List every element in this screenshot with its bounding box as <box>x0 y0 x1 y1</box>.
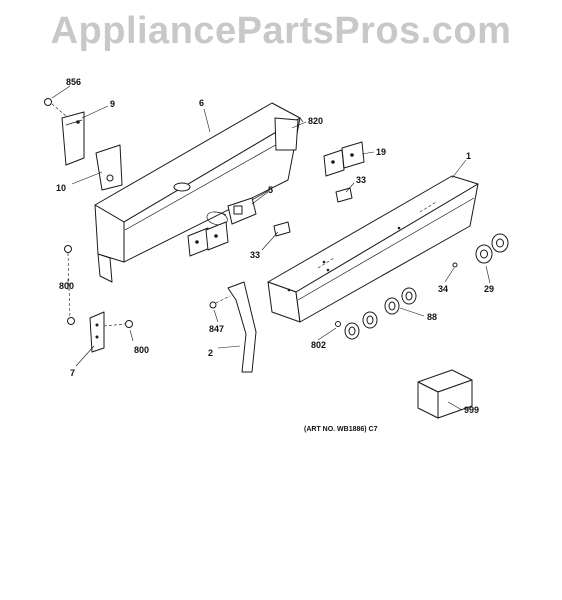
callout-1: 1 <box>466 151 471 161</box>
small-switch-lower <box>273 221 291 237</box>
callout-820: 820 <box>308 116 323 126</box>
parts-kit-box <box>417 369 473 419</box>
callout-802: 802 <box>311 340 326 350</box>
backsplash-rear-panel <box>94 102 304 283</box>
callout-856: 856 <box>66 77 81 87</box>
end-bracket <box>227 281 257 373</box>
callout-labels: 856 9 6 820 10 5 19 1 33 33 800 800 7 84… <box>56 77 494 415</box>
callout-847: 847 <box>209 324 224 334</box>
callout-19: 19 <box>376 147 386 157</box>
end-cap-bracket <box>61 111 85 166</box>
watermark-logo: AppliancePartsPros.com <box>50 10 512 52</box>
callout-33-upper: 33 <box>356 175 366 185</box>
art-number-caption: (ART NO. WB1886) C7 <box>304 426 378 433</box>
clip-34 <box>452 262 458 268</box>
callout-9: 9 <box>110 99 115 109</box>
screw-800-upper <box>64 245 72 319</box>
screw-800-lower <box>67 317 133 328</box>
callout-800-upper: 800 <box>59 281 74 291</box>
callout-29: 29 <box>484 284 494 294</box>
callout-33-lower: 33 <box>250 250 260 260</box>
small-switch-upper <box>335 187 353 203</box>
callout-88: 88 <box>427 312 437 322</box>
callout-999: 999 <box>464 405 479 415</box>
side-trim-bracket <box>95 144 123 191</box>
screw-802 <box>335 321 341 327</box>
screw-847 <box>209 295 231 309</box>
callout-5: 5 <box>268 185 273 195</box>
infinite-switch-pair-left <box>187 221 229 257</box>
callout-34: 34 <box>438 284 448 294</box>
callout-800-lower: 800 <box>134 345 149 355</box>
screw-856 <box>44 98 67 117</box>
oven-knobs <box>475 233 509 264</box>
callout-7: 7 <box>70 368 75 378</box>
callout-10: 10 <box>56 183 66 193</box>
leader-lines <box>51 85 491 411</box>
callout-2: 2 <box>208 348 213 358</box>
infinite-switch-pair-right <box>323 141 365 177</box>
front-control-panel <box>267 175 479 323</box>
control-knobs <box>344 287 417 340</box>
callout-6: 6 <box>199 98 204 108</box>
mounting-bracket <box>89 311 105 353</box>
thermostat-assembly <box>206 187 273 226</box>
